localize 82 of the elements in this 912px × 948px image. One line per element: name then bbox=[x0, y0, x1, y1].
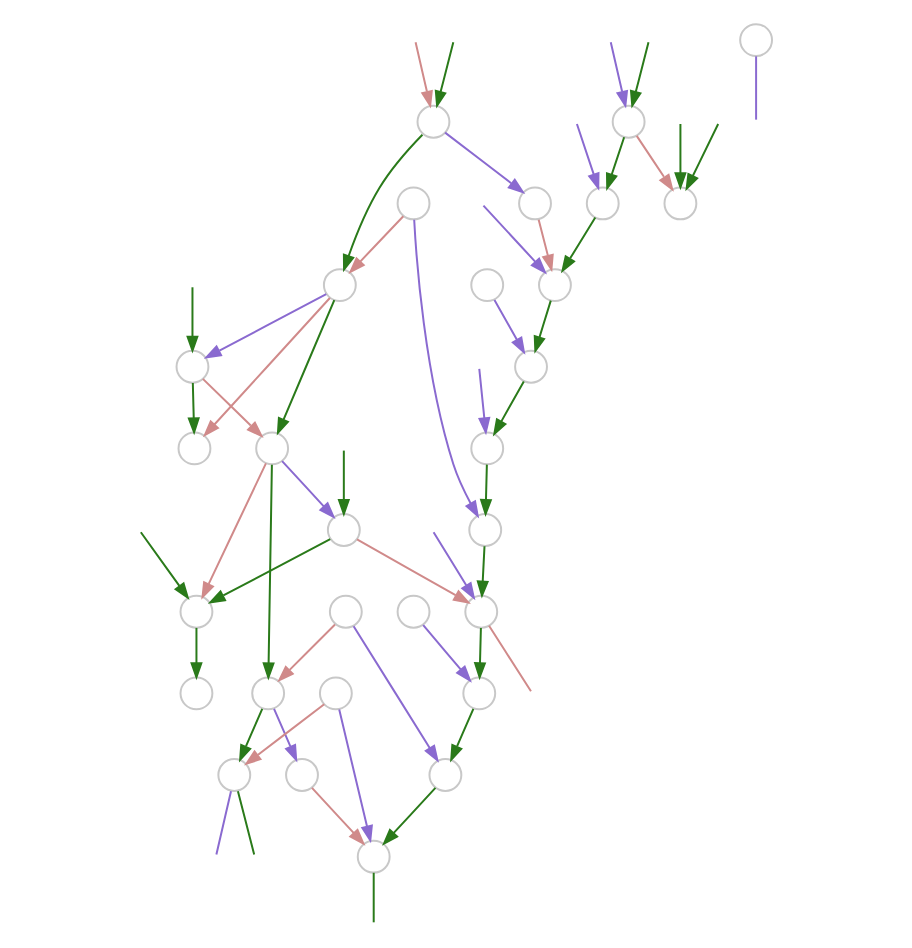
arrow bbox=[674, 122, 699, 192]
node-circle bbox=[468, 513, 503, 547]
node-circle bbox=[175, 349, 210, 384]
arrow bbox=[342, 133, 424, 273]
connector bbox=[488, 624, 532, 693]
arrow bbox=[537, 218, 554, 273]
arrow bbox=[311, 786, 366, 846]
arrow bbox=[473, 626, 487, 681]
arrow bbox=[382, 786, 437, 846]
node-circle bbox=[179, 594, 214, 629]
arrow bbox=[356, 538, 471, 604]
arrow bbox=[201, 377, 264, 439]
node-circle bbox=[470, 431, 505, 466]
node-circle bbox=[462, 676, 497, 711]
node-circle bbox=[255, 431, 290, 466]
node-circle bbox=[611, 104, 646, 139]
node-circle bbox=[285, 758, 319, 792]
arrow bbox=[277, 623, 337, 683]
node-circle bbox=[538, 268, 572, 302]
arrow bbox=[202, 297, 331, 438]
arrow bbox=[338, 708, 373, 844]
arrow bbox=[434, 41, 455, 109]
arrow bbox=[492, 380, 525, 437]
arrow bbox=[337, 449, 351, 517]
node-circle bbox=[328, 594, 363, 629]
node-circle bbox=[663, 186, 698, 221]
arrow bbox=[207, 538, 332, 604]
arrow bbox=[432, 531, 476, 604]
arrow bbox=[203, 293, 328, 359]
node-circle bbox=[326, 513, 361, 547]
arrow bbox=[493, 298, 526, 355]
connector bbox=[372, 871, 375, 924]
arrow bbox=[414, 41, 433, 109]
arrow bbox=[478, 367, 491, 436]
node-circle bbox=[356, 839, 391, 874]
node-circle bbox=[585, 186, 620, 221]
arrow bbox=[244, 703, 326, 766]
arrow bbox=[533, 299, 552, 354]
node-circle bbox=[470, 268, 505, 302]
arrow bbox=[276, 299, 336, 436]
node-circle bbox=[251, 676, 286, 711]
arrow bbox=[352, 625, 439, 763]
arrow bbox=[190, 626, 203, 681]
arrow bbox=[476, 545, 490, 599]
arrow bbox=[450, 707, 475, 763]
node-circle bbox=[428, 758, 463, 792]
node-circle bbox=[322, 268, 357, 302]
arrow bbox=[186, 286, 199, 354]
arrow bbox=[238, 707, 264, 763]
node-circle bbox=[179, 676, 214, 711]
arrow bbox=[413, 218, 480, 519]
arrow bbox=[482, 204, 547, 275]
node-circle bbox=[739, 23, 774, 58]
node-circle bbox=[217, 758, 252, 792]
node-circle bbox=[396, 186, 431, 221]
arrow bbox=[575, 122, 600, 191]
arrow bbox=[201, 462, 267, 600]
arrow bbox=[629, 41, 650, 109]
node-circle bbox=[464, 594, 499, 629]
node-circle bbox=[518, 186, 552, 221]
node-circle bbox=[177, 431, 212, 466]
connector bbox=[755, 55, 758, 121]
arrow bbox=[422, 624, 472, 683]
node-circle bbox=[416, 104, 451, 139]
arrow bbox=[139, 531, 190, 601]
arrow bbox=[635, 134, 674, 192]
arrow bbox=[444, 131, 526, 194]
arrow bbox=[479, 463, 493, 517]
arrow bbox=[187, 381, 200, 436]
arrow bbox=[281, 460, 336, 520]
arrow bbox=[685, 122, 720, 192]
connector bbox=[236, 790, 256, 856]
node-circle bbox=[396, 594, 431, 629]
arrow bbox=[609, 41, 629, 109]
arrow bbox=[348, 215, 405, 275]
arrow bbox=[273, 707, 298, 763]
node-circle bbox=[318, 676, 353, 711]
arrow bbox=[262, 463, 275, 681]
arrow bbox=[560, 216, 597, 274]
node-circle bbox=[514, 349, 548, 384]
arrow bbox=[605, 136, 626, 191]
connector bbox=[215, 790, 232, 856]
